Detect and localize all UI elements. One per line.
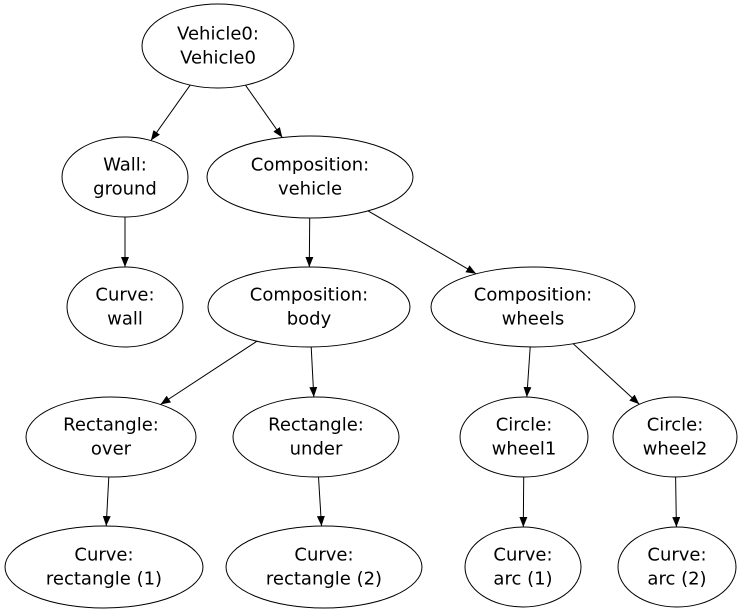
edge-composition-wheels-to-circle-wheel1	[523, 346, 532, 398]
edge-circle-wheel2-to-curve-arc2	[672, 476, 681, 528]
node-label-line: Curve:	[294, 545, 353, 566]
node-label-line: wheel2	[643, 439, 708, 460]
node-shape	[66, 266, 184, 348]
node-label-line: vehicle	[278, 179, 342, 200]
node-rectangle-under: Rectangle: under	[232, 396, 400, 478]
node-curve-arc1: Curve: arc (1)	[464, 526, 582, 608]
node-curve-rectangle1: Curve: rectangle (1)	[4, 525, 204, 609]
node-curve-wall: Curve: wall	[66, 266, 184, 348]
node-shape	[464, 526, 582, 608]
node-curve-arc2: Curve: arc (2)	[617, 526, 737, 608]
node-curve-rectangle2: Curve: rectangle (2)	[225, 525, 423, 609]
node-shape	[459, 396, 589, 478]
node-label-line: Rectangle:	[268, 415, 364, 436]
edge-vehicle0-to-wall-ground	[150, 84, 191, 141]
node-label-line: over	[91, 439, 132, 460]
edge-composition-body-to-rectangle-under	[309, 346, 318, 398]
node-label-line: arc (1)	[493, 569, 552, 590]
node-label-line: Vehicle0	[180, 48, 256, 69]
node-shape	[430, 266, 636, 348]
node-label-line: Circle:	[496, 415, 553, 436]
node-label-line: under	[290, 439, 343, 460]
node-shape	[232, 396, 400, 478]
node-circle-wheel1: Circle: wheel1	[459, 396, 589, 478]
node-label-line: ground	[93, 179, 157, 200]
node-shape	[141, 3, 295, 89]
node-rectangle-over: Rectangle: over	[25, 396, 197, 478]
node-label-line: Curve:	[74, 545, 133, 566]
node-label-line: wheel1	[492, 439, 557, 460]
edge-composition-wheels-to-circle-wheel2	[572, 343, 640, 405]
node-shape	[206, 135, 414, 219]
node-label-line: wall	[107, 309, 143, 330]
node-label-line: Rectangle:	[63, 415, 159, 436]
node-label-line: Composition:	[251, 155, 369, 176]
node-composition-body: Composition: body	[207, 266, 411, 348]
edge-vehicle0-to-composition-vehicle	[245, 84, 283, 138]
node-wall-ground: Wall: ground	[61, 136, 189, 218]
node-shape	[61, 136, 189, 218]
node-composition-vehicle: Composition: vehicle	[206, 135, 414, 219]
node-shape	[617, 526, 737, 608]
node-circle-wheel2: Circle: wheel2	[612, 396, 738, 478]
node-shape	[225, 525, 423, 609]
node-label-line: Composition:	[250, 285, 368, 306]
edge-composition-vehicle-to-composition-wheels	[367, 210, 477, 275]
node-label-line: arc (2)	[647, 569, 706, 590]
node-label-line: rectangle (1)	[46, 569, 162, 590]
edge-rectangle-under-to-curve-rectangle2	[316, 476, 325, 527]
node-label-line: Curve:	[493, 545, 552, 566]
node-label-line: wheels	[502, 309, 565, 330]
edge-rectangle-over-to-curve-rectangle1	[102, 476, 111, 527]
node-composition-wheels: Composition: wheels	[430, 266, 636, 348]
node-label-line: Composition:	[474, 285, 592, 306]
node-label-line: Curve:	[647, 545, 706, 566]
node-shape	[612, 396, 738, 478]
node-shape	[4, 525, 204, 609]
node-label-line: Wall:	[103, 155, 147, 176]
node-label-line: Vehicle0:	[177, 24, 259, 45]
node-label-line: Circle:	[647, 415, 704, 436]
node-label-line: Curve:	[95, 285, 154, 306]
edge-composition-body-to-rectangle-over	[160, 340, 258, 405]
node-shape	[207, 266, 411, 348]
node-label-line: body	[287, 309, 332, 330]
node-label-line: rectangle (2)	[266, 569, 382, 590]
node-shape	[25, 396, 197, 478]
node-vehicle0: Vehicle0: Vehicle0	[141, 3, 295, 89]
